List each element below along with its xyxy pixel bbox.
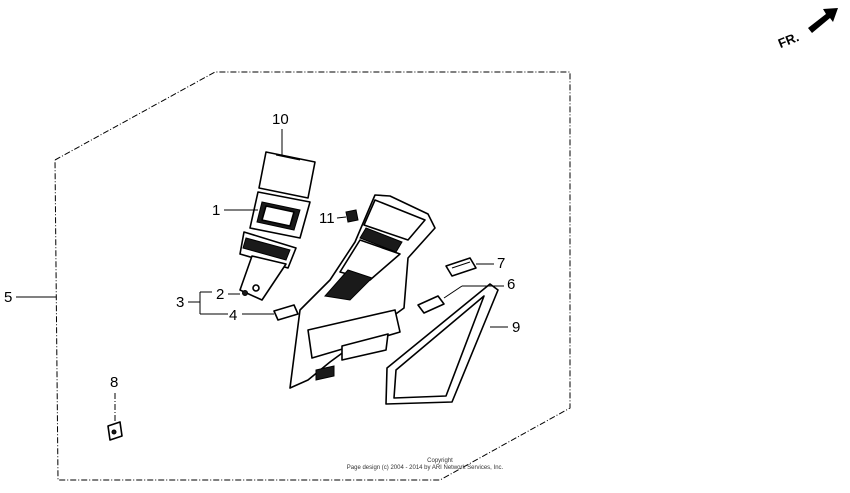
callout-8: 8 xyxy=(110,374,118,423)
callout-label-7: 7 xyxy=(497,255,505,272)
callout-label-8: 8 xyxy=(110,374,118,391)
part-bracket xyxy=(239,231,297,301)
part-clip-11 xyxy=(345,209,359,223)
callout-label-6: 6 xyxy=(507,276,515,293)
part-pocket xyxy=(249,191,311,239)
part-console-body xyxy=(289,194,436,389)
callout-label-9: 9 xyxy=(512,319,520,336)
callout-9: 9 xyxy=(490,319,520,336)
copyright-notice: Copyright Page design (c) 2004 - 2014 by… xyxy=(347,458,504,471)
callout-label-3: 3 xyxy=(176,294,184,311)
part-clip-7 xyxy=(445,257,477,277)
part-side-panel xyxy=(385,283,499,405)
part-fastener-8 xyxy=(107,421,123,441)
part-clip-6 xyxy=(417,295,445,314)
callout-label-10: 10 xyxy=(272,111,289,128)
callout-label-4: 4 xyxy=(229,307,237,324)
front-label: FR. xyxy=(776,29,801,51)
part-fastener-4 xyxy=(273,304,299,321)
callout-6: 6 xyxy=(443,276,515,299)
callout-label-5: 5 xyxy=(4,289,12,306)
copyright-line-1: Copyright xyxy=(427,458,453,464)
front-arrow-icon xyxy=(808,8,838,33)
callout-3: 3 xyxy=(176,291,228,315)
callout-4: 4 xyxy=(229,307,274,324)
callout-1: 1 xyxy=(212,202,258,219)
assembly-boundary xyxy=(54,71,571,481)
callout-11: 11 xyxy=(319,210,347,227)
part-lid xyxy=(258,151,316,199)
callout-label-2: 2 xyxy=(216,286,224,303)
callout-7: 7 xyxy=(476,255,505,272)
copyright-line-2: Page design (c) 2004 - 2014 by ARI Netwo… xyxy=(347,465,504,471)
callout-label-1: 1 xyxy=(212,202,220,219)
callout-5: 5 xyxy=(4,289,56,306)
callout-2: 2 xyxy=(216,286,240,303)
front-direction-indicator: FR. xyxy=(776,8,838,51)
callout-10: 10 xyxy=(272,111,289,155)
callout-label-11: 11 xyxy=(319,210,335,227)
